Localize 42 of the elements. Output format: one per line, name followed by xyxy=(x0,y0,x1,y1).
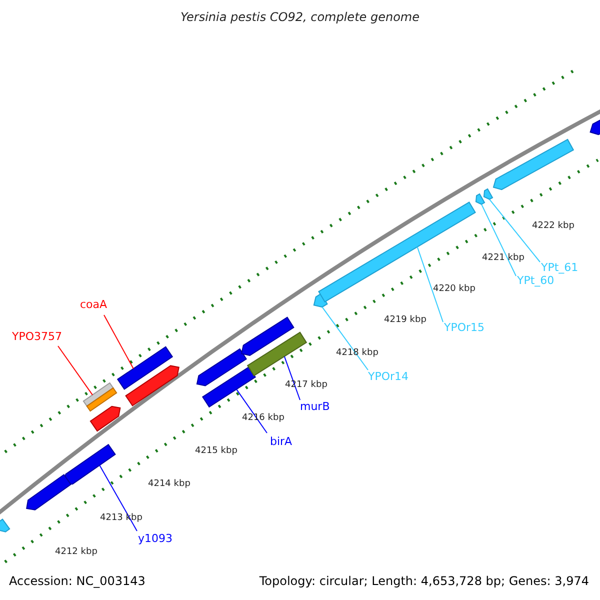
leader-line xyxy=(236,388,268,434)
genome-info-text: Topology: circular; Length: 4,653,728 bp; Genes: 3,974 xyxy=(259,575,589,587)
leader-line xyxy=(99,464,138,532)
gene-feature xyxy=(64,444,116,485)
gene-label: y1093 xyxy=(138,533,173,544)
leader-line xyxy=(416,246,444,322)
tick-label: 4221 kbp xyxy=(482,254,524,263)
leader-line xyxy=(322,306,368,370)
gene-label: murB xyxy=(300,401,330,412)
gene-feature xyxy=(483,188,494,200)
title: Yersinia pestis CO92, complete genome xyxy=(180,11,420,23)
gene-feature xyxy=(82,382,118,412)
leader-line xyxy=(489,198,540,262)
gene-label: YPt_60 xyxy=(517,275,554,286)
gene-label: YPOr15 xyxy=(444,322,485,333)
gene-feature xyxy=(125,365,180,406)
gene-feature xyxy=(196,348,248,386)
accession-text: Accession: NC_003143 xyxy=(9,575,146,587)
gene-label: coaA xyxy=(80,299,108,310)
gene-feature xyxy=(90,406,121,432)
tick-label: 4212 kbp xyxy=(55,548,98,557)
gene-feature xyxy=(0,518,10,532)
tick-label: 4219 kbp xyxy=(384,316,426,325)
gene-feature xyxy=(492,138,574,190)
gene-feature xyxy=(246,332,308,376)
gene-feature xyxy=(116,346,174,390)
gene-feature xyxy=(202,366,256,408)
gene-feature xyxy=(26,474,72,510)
gene-label: YPOr14 xyxy=(368,371,409,382)
gene-feature xyxy=(240,316,294,356)
gene-label: YPt_61 xyxy=(541,262,578,273)
leader-line xyxy=(481,204,516,276)
gene-label: YPO3757 xyxy=(12,331,62,342)
gene-feature xyxy=(475,193,486,205)
tick-label: 4215 kbp xyxy=(195,447,238,456)
tick-label: 4214 kbp xyxy=(148,480,190,489)
gene-label: birA xyxy=(270,436,292,447)
gene-feature xyxy=(318,201,476,303)
leader-line xyxy=(104,314,134,370)
tick-label: 4220 kbp xyxy=(433,285,476,294)
leader-line xyxy=(58,346,93,396)
tick-label: 4222 kbp xyxy=(532,222,574,231)
